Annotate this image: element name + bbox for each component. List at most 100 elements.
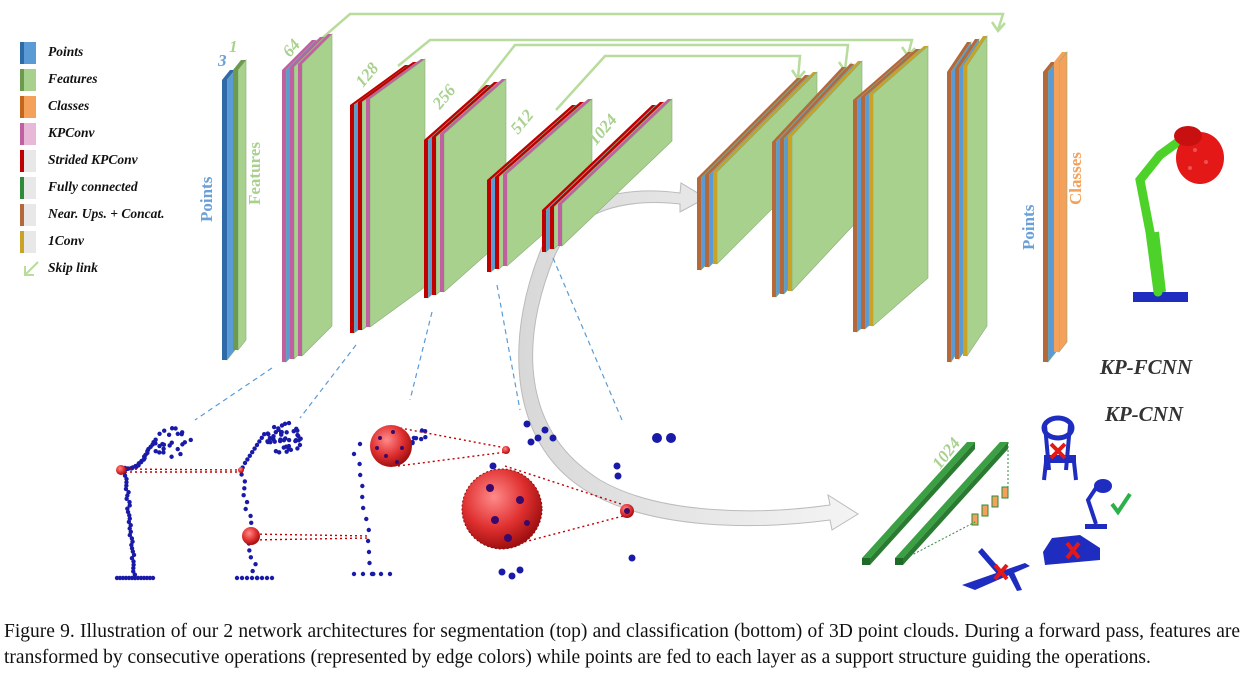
slab-front (558, 204, 562, 246)
cloud-point (132, 575, 138, 581)
slab-top (233, 60, 246, 70)
output-points-label: Points (1019, 204, 1038, 250)
slab-top (1054, 52, 1067, 62)
legend-label: KPConv (48, 125, 95, 140)
slab-front (1043, 72, 1048, 362)
slab-front (298, 64, 302, 356)
cloud-point (516, 566, 524, 574)
decoder-1conv-slab (713, 71, 818, 265)
cloud-point (614, 472, 622, 480)
cloud-point (150, 575, 156, 581)
cloud-point (360, 483, 365, 489)
slab-front (705, 175, 709, 267)
cloud-point (129, 542, 134, 548)
cloud-point (247, 548, 252, 553)
cloud-point (387, 571, 393, 577)
skip-link-1 (319, 12, 1005, 41)
legend-item-points: Points (18, 40, 218, 67)
legend-item-1conv: 1Conv (18, 229, 218, 256)
cloud-point (247, 453, 252, 458)
slab-top (869, 46, 928, 94)
cloud-point (239, 472, 244, 477)
slab-front (947, 72, 951, 362)
cloud-point (124, 476, 129, 482)
figure-caption: Figure 9. Illustration of our 2 network … (4, 620, 1240, 668)
cloud-point (131, 559, 136, 564)
cloud-point (284, 449, 289, 454)
slab-face (966, 35, 988, 357)
kpconv-swatch-icon (20, 123, 36, 145)
slab-front (697, 178, 701, 270)
slab-top (853, 52, 912, 100)
skip-links (319, 12, 1005, 111)
cloud-point (371, 571, 376, 577)
slab-front (1054, 62, 1059, 352)
cloud-point (241, 493, 246, 498)
slab-top (424, 85, 490, 140)
cloud-point (549, 434, 557, 442)
cloud-point (130, 549, 136, 554)
cloud-point (294, 426, 299, 432)
decoder-1conv-slab (963, 35, 988, 357)
legend-label: Points (48, 44, 84, 59)
skip-link-3 (477, 43, 850, 93)
cloud-point (269, 575, 275, 581)
fully-connected-swatch-icon (20, 177, 36, 199)
cloud-point (534, 434, 542, 442)
cloud-point (178, 451, 183, 457)
cloud-point (527, 438, 535, 446)
cloud-point (272, 439, 277, 444)
slab-front (542, 210, 546, 252)
skip-link-2 (397, 38, 914, 67)
legend-item-skip-link: Skip link (18, 256, 218, 283)
slab-top (366, 59, 425, 99)
slab-top (298, 34, 332, 64)
kp-cnn-label: KP-CNN (1104, 402, 1184, 426)
cloud-point (360, 571, 366, 577)
slab-top (350, 65, 409, 105)
slab-top (861, 49, 920, 97)
cloud-point (131, 552, 137, 558)
cloud-point (278, 437, 283, 442)
cloud-point (265, 431, 270, 436)
cloud-point (244, 499, 250, 505)
legend-item-classes: Classes (18, 94, 218, 121)
kernel-sphere-large (461, 468, 543, 550)
legend-item-upsample-concat: Near. Ups. + Concat. (18, 202, 218, 229)
legend-label: Skip link (48, 260, 98, 275)
cloud-point (127, 526, 132, 531)
slab-front (780, 139, 784, 294)
cloud-point (279, 429, 284, 435)
cloud-point (248, 555, 254, 560)
cloud-point (169, 454, 174, 459)
conv1-swatch-icon (20, 231, 36, 253)
cloud-point (273, 429, 278, 435)
cloud-point (153, 449, 158, 454)
cloud-point (613, 462, 621, 470)
cloud-point (169, 426, 175, 431)
cloud-point (252, 446, 257, 451)
kernel-sphere (370, 425, 412, 467)
class-score-blocks (971, 486, 1009, 526)
cloud-point (166, 432, 172, 437)
input-dim-label: 1 (229, 37, 238, 56)
cloud-point (262, 432, 267, 437)
cloud-point (281, 437, 287, 443)
input-features-slab (233, 59, 247, 351)
cloud-point (423, 434, 428, 440)
slab-front (432, 137, 436, 295)
cloud-point (179, 431, 184, 437)
slab-top (550, 102, 664, 207)
slab-top (772, 67, 846, 142)
cloud-point (255, 575, 260, 581)
points-axis-label: Points (197, 176, 216, 222)
legend-label: Strided KPConv (48, 152, 138, 167)
cloud-point (124, 483, 129, 488)
cloud-point (161, 450, 166, 455)
cloud-point (259, 575, 265, 581)
cloud-point (254, 442, 260, 448)
slab-top (955, 39, 979, 69)
slab-face (872, 45, 929, 327)
output-classes-label: Classes (1066, 152, 1085, 205)
